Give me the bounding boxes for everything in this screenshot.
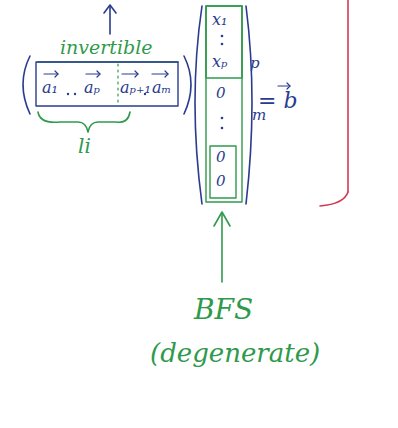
- vec-arrow: [278, 85, 290, 86]
- red-line: [347, 0, 349, 192]
- red-curve: [320, 192, 348, 206]
- entry-label: xₚ: [212, 54, 227, 70]
- divider: [117, 64, 118, 104]
- column-label: aₚ₊₁: [120, 80, 151, 96]
- entry-label: 0: [216, 174, 226, 189]
- entry-label: 0: [216, 150, 226, 165]
- equation-label: = b: [258, 90, 298, 112]
- vec-arrow: [122, 73, 138, 74]
- arrow-head: [214, 212, 230, 226]
- paren: [246, 6, 252, 204]
- green-box: [210, 146, 236, 198]
- arrow-line: [109, 6, 111, 34]
- note-label: BFS: [194, 296, 253, 324]
- green-box: [206, 6, 242, 78]
- vec-arrow: [44, 73, 58, 74]
- arrow-line: [221, 214, 223, 282]
- entry-label: x₁: [212, 12, 227, 28]
- arrow-head: [104, 5, 116, 13]
- dimension-label: p: [250, 56, 260, 71]
- paren: [23, 56, 30, 114]
- underbrace: [38, 112, 130, 132]
- vec-arrow: [86, 73, 100, 74]
- heading-label: invertible: [60, 38, 153, 57]
- green-box: [206, 6, 242, 202]
- matrix-box: [36, 62, 178, 106]
- column-label: aₘ: [152, 80, 171, 96]
- column-label: a₁: [42, 80, 58, 96]
- paren: [195, 6, 202, 204]
- brace-label: li: [78, 136, 91, 156]
- entry-label: 0: [216, 86, 226, 101]
- column-label: aₚ: [84, 80, 100, 96]
- note-label: (degenerate): [150, 340, 320, 366]
- paren: [184, 56, 191, 114]
- vec-arrow: [152, 73, 168, 74]
